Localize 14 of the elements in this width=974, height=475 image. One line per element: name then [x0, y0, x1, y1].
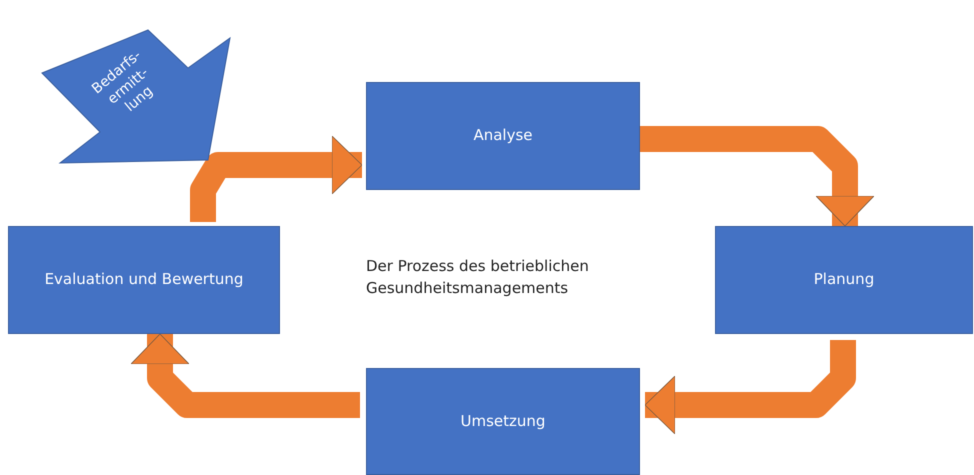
box-label: Umsetzung [460, 412, 546, 432]
process-box [715, 226, 973, 334]
process-box [366, 368, 640, 475]
box-label: Analyse [473, 126, 533, 146]
curved-arrow [644, 340, 856, 434]
process-box [366, 82, 640, 190]
block-arrow [40, 28, 232, 165]
process-box [8, 226, 280, 334]
curved-arrow [190, 136, 362, 222]
curved-arrow [130, 334, 360, 418]
center-caption: Der Prozess des betrieblichen Gesundheitsmanagements [366, 256, 590, 299]
curved-arrow [640, 126, 874, 226]
box-label: Evaluation und Bewertung [44, 270, 244, 290]
box-label: Planung [814, 270, 874, 290]
